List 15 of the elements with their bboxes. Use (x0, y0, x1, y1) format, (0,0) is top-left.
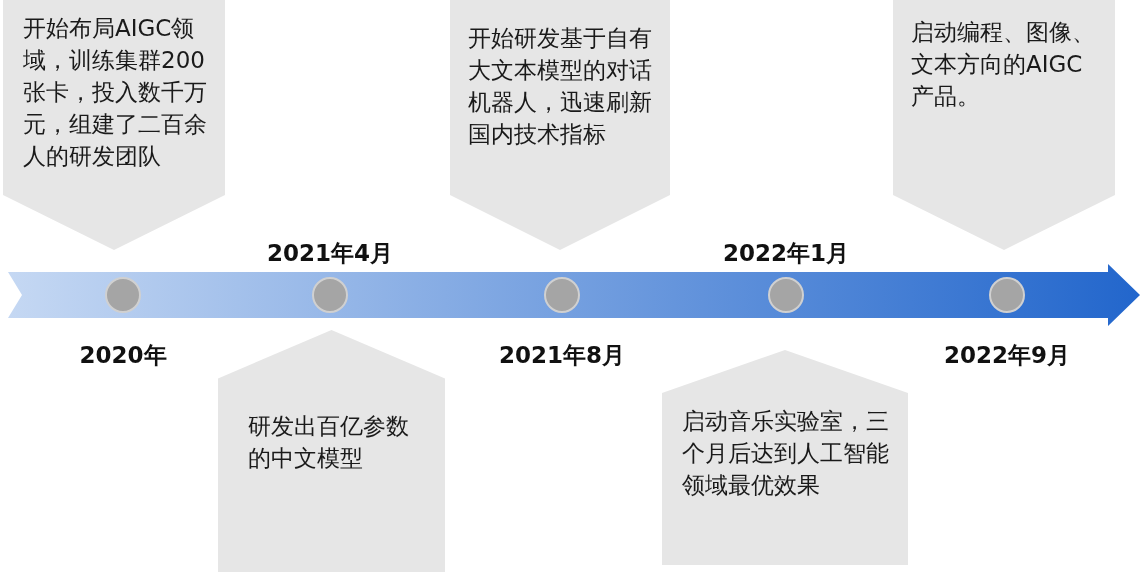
date-label: 2021年4月 (267, 239, 394, 268)
event-text: 开始布局AIGC领域，训练集群200张卡，投入数千万元，组建了二百余人的研发团队 (23, 14, 208, 171)
event-text: 启动音乐实验室，三个月后达到人工智能领域最优效果 (682, 407, 890, 500)
event-text: 启动编程、图像、文本方向的AIGC产品。 (911, 18, 1096, 111)
date-label: 2022年1月 (723, 239, 850, 268)
callout-box (893, 0, 1115, 250)
date-label: 2022年9月 (944, 341, 1071, 370)
event-text: 研发出百亿参数的中文模型 (248, 412, 410, 473)
date-label: 2020年 (79, 341, 167, 370)
callout-box (662, 350, 908, 565)
callout-box (450, 0, 670, 250)
event-text: 开始研发基于自有大文本模型的对话机器人，迅速刷新国内技术指标 (468, 24, 653, 149)
date-label: 2021年8月 (499, 341, 626, 370)
callout-box (3, 0, 225, 250)
callout-box (218, 330, 445, 572)
